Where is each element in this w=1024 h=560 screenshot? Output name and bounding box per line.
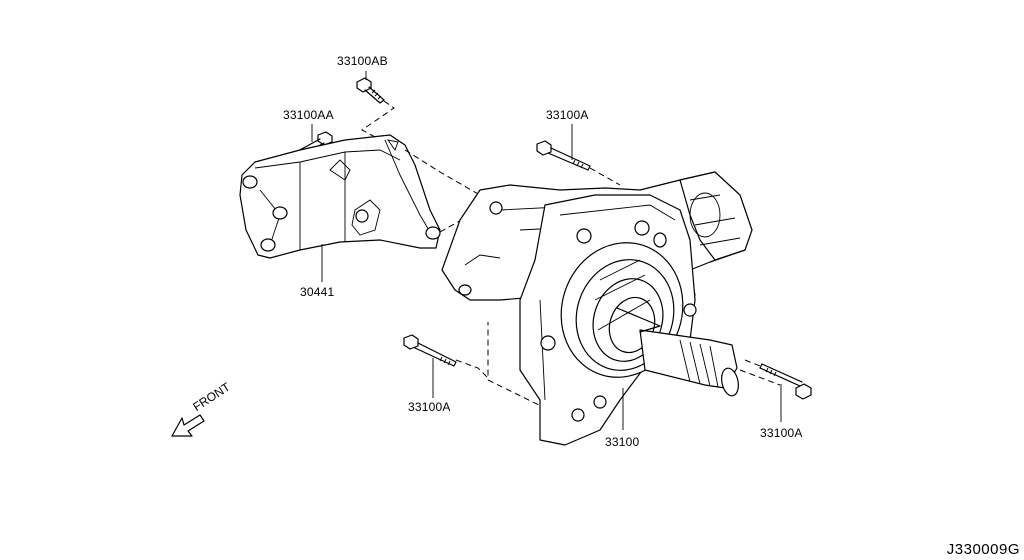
alignment-dashes xyxy=(361,100,781,409)
label-33100aa[interactable]: 33100AA xyxy=(283,108,334,122)
bolt-33100a-lower-right[interactable] xyxy=(759,363,812,400)
label-33100a-top[interactable]: 33100A xyxy=(546,108,589,122)
label-33100a-lower-left[interactable]: 33100A xyxy=(408,400,451,414)
bolt-33100ab[interactable] xyxy=(356,77,385,104)
bolt-33100a-lower-left[interactable] xyxy=(403,334,457,367)
label-33100a-lower-right[interactable]: 33100A xyxy=(760,426,803,440)
label-33100[interactable]: 33100 xyxy=(605,435,640,449)
diagram-code: J330009G xyxy=(946,541,1020,558)
label-30441[interactable]: 30441 xyxy=(300,285,335,299)
front-arrow-icon xyxy=(171,414,205,437)
label-33100ab[interactable]: 33100AB xyxy=(337,54,388,68)
transfer-assembly-33100[interactable] xyxy=(441,171,753,446)
bolt-33100a-top[interactable] xyxy=(536,140,591,171)
bracket-30441[interactable] xyxy=(239,134,441,259)
